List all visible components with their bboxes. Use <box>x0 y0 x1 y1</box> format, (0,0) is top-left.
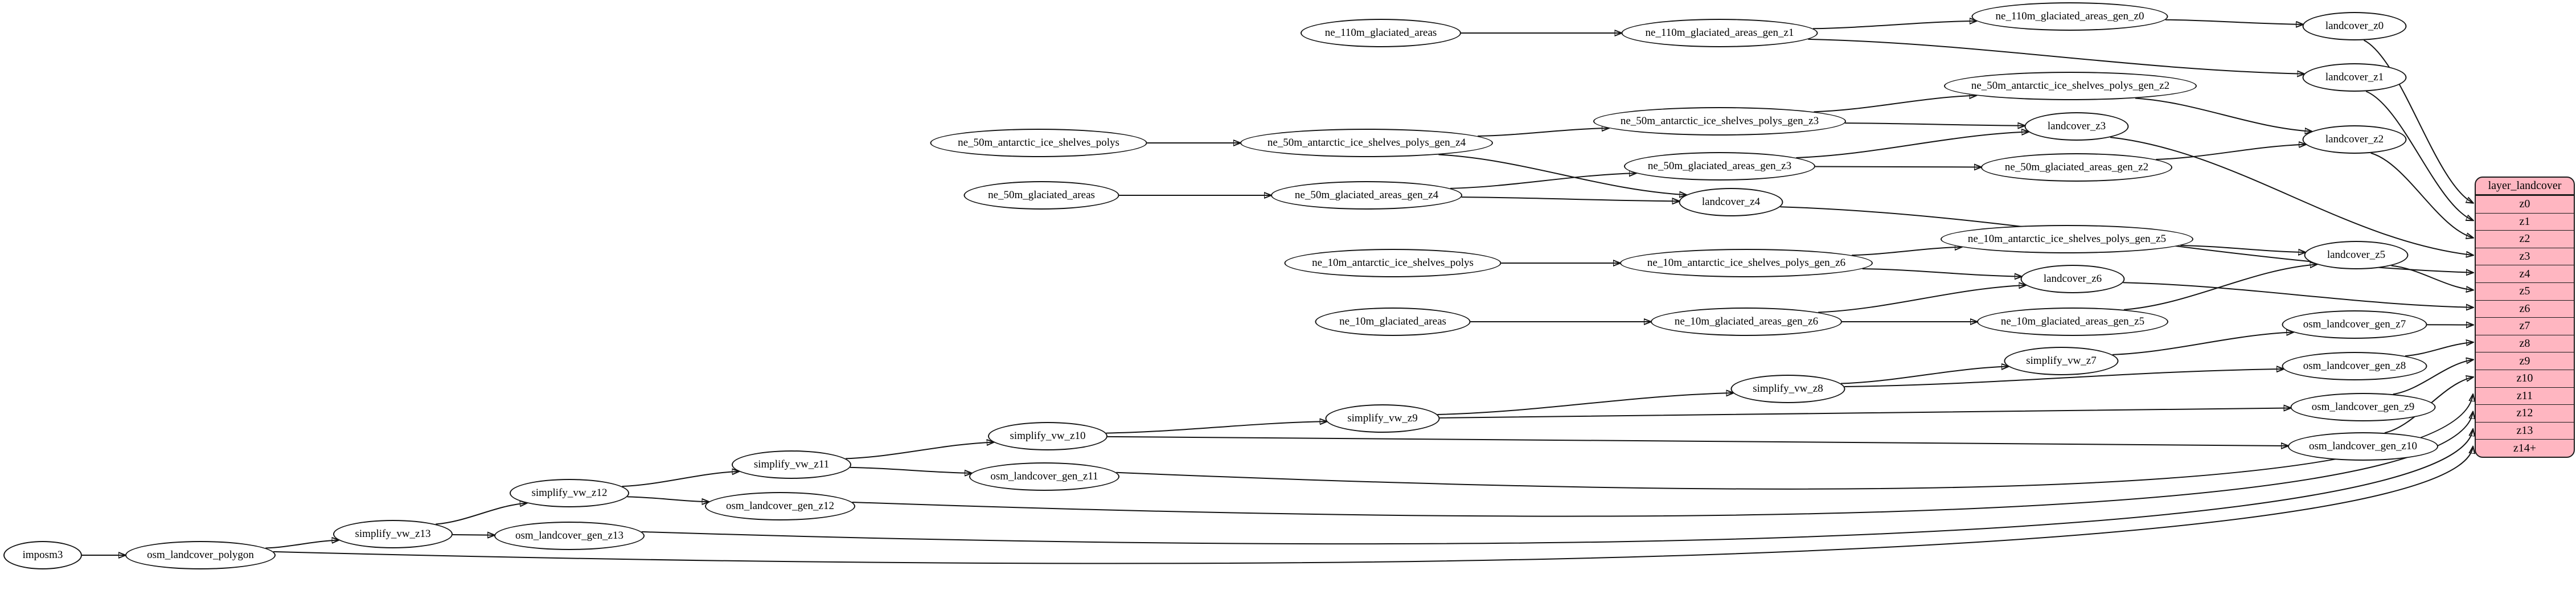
node-ne_10m_glaciated_areas_gen_z5: ne_10m_glaciated_areas_gen_z5 <box>1977 307 2168 336</box>
edge-ne_50m_antarctic_ice_shelves_polys_gen_z4-to-landcover_z4 <box>1438 154 1686 195</box>
edge-ne_10m_glaciated_areas_gen_z6-to-landcover_z6 <box>1818 285 2025 313</box>
edge-landcover_z3-to-layer_landcover.z3 <box>2110 137 2473 255</box>
table-row-z1: z1 <box>2476 212 2574 231</box>
table-row-z11: z11 <box>2476 387 2574 405</box>
node-simplify_vw_z11: simplify_vw_z11 <box>732 450 851 479</box>
node-landcover_z5: landcover_z5 <box>2304 241 2409 269</box>
node-osm_landcover_gen_z7: osm_landcover_gen_z7 <box>2282 310 2427 339</box>
edge-landcover_z6-to-layer_landcover.z6 <box>2123 282 2473 307</box>
edge-ne_50m_glaciated_areas_gen_z4-to-landcover_z4 <box>1461 196 1679 201</box>
node-ne_10m_glaciated_areas: ne_10m_glaciated_areas <box>1315 307 1471 336</box>
node-simplify_vw_z9: simplify_vw_z9 <box>1325 404 1440 433</box>
node-landcover_z1: landcover_z1 <box>2302 63 2407 92</box>
table-row-z4: z4 <box>2476 265 2574 282</box>
edge-ne_50m_glaciated_areas_gen_z3-to-landcover_z3 <box>1796 132 2028 158</box>
edge-simplify_vw_z8-to-osm_landcover_gen_z8 <box>1844 369 2283 388</box>
table-row-z13: z13 <box>2476 421 2574 440</box>
node-ne_10m_antarctic_ice_shelves_polys_gen_z5: ne_10m_antarctic_ice_shelves_polys_gen_z… <box>1941 225 2193 253</box>
table-header: layer_landcover <box>2476 178 2574 195</box>
edge-landcover_z2-to-layer_landcover.z2 <box>2370 152 2473 238</box>
table-row-z6: z6 <box>2476 300 2574 318</box>
edge-ne_110m_glaciated_areas_gen_z1-to-ne_110m_glaciated_areas_gen_z0 <box>1813 21 1976 30</box>
table-row-z12: z12 <box>2476 404 2574 422</box>
node-landcover_z6: landcover_z6 <box>2020 265 2125 293</box>
node-osm_landcover_gen_z10: osm_landcover_gen_z10 <box>2288 432 2438 461</box>
node-ne_50m_glaciated_areas: ne_50m_glaciated_areas <box>963 181 1119 210</box>
edge-ne_50m_antarctic_ice_shelves_polys_gen_z2-to-landcover_z2 <box>2135 97 2312 131</box>
edge-ne_10m_antarctic_ice_shelves_polys_gen_z6-to-ne_10m_antarctic_ice_shelves_polys_gen_z5 <box>1852 247 1962 256</box>
edge-osm_landcover_polygon-to-layer_landcover.z14+ <box>273 447 2473 564</box>
edge-ne_110m_glaciated_areas_gen_z0-to-landcover_z0 <box>2165 19 2303 24</box>
edge-ne_50m_glaciated_areas_gen_z2-to-landcover_z2 <box>2156 145 2306 161</box>
table-row-z9: z9 <box>2476 352 2574 370</box>
node-ne_50m_antarctic_ice_shelves_polys_gen_z3: ne_50m_antarctic_ice_shelves_polys_gen_z… <box>1593 107 1846 136</box>
edge-ne_50m_antarctic_ice_shelves_polys_gen_z3-to-ne_50m_antarctic_ice_shelves_polys_gen_z2 <box>1814 96 1976 113</box>
table-row-z10: z10 <box>2476 369 2574 387</box>
node-osm_landcover_gen_z9: osm_landcover_gen_z9 <box>2290 393 2436 421</box>
node-ne_10m_antarctic_ice_shelves_polys: ne_10m_antarctic_ice_shelves_polys <box>1284 249 1502 277</box>
edge-ne_50m_glaciated_areas_gen_z4-to-ne_50m_glaciated_areas_gen_z3 <box>1450 173 1636 189</box>
node-osm_landcover_gen_z12: osm_landcover_gen_z12 <box>705 492 855 520</box>
edge-simplify_vw_z7-to-osm_landcover_gen_z7 <box>2112 332 2293 355</box>
node-osm_landcover_gen_z8: osm_landcover_gen_z8 <box>2282 352 2427 380</box>
edge-ne_50m_antarctic_ice_shelves_polys_gen_z4-to-ne_50m_antarctic_ice_shelves_polys_gen_z3 <box>1477 128 1609 137</box>
node-landcover_z0: landcover_z0 <box>2302 12 2407 40</box>
edge-simplify_vw_z12-to-osm_landcover_gen_z12 <box>627 496 709 502</box>
node-landcover_z2: landcover_z2 <box>2302 125 2407 154</box>
edge-simplify_vw_z11-to-osm_landcover_gen_z11 <box>850 466 971 473</box>
node-osm_landcover_gen_z11: osm_landcover_gen_z11 <box>969 462 1119 491</box>
node-ne_50m_glaciated_areas_gen_z2: ne_50m_glaciated_areas_gen_z2 <box>1981 153 2172 182</box>
edge-landcover_z1-to-layer_landcover.z1 <box>2365 91 2473 220</box>
edge-simplify_vw_z8-to-simplify_vw_z7 <box>1840 366 2008 384</box>
node-osm_landcover_polygon: osm_landcover_polygon <box>125 541 276 569</box>
edge-ne_10m_antarctic_ice_shelves_polys_gen_z6-to-landcover_z6 <box>1862 268 2021 277</box>
table-row-z8: z8 <box>2476 334 2574 352</box>
edge-simplify_vw_z10-to-simplify_vw_z9 <box>1106 421 1327 434</box>
node-landcover_z3: landcover_z3 <box>2024 112 2129 141</box>
table-row-z0: z0 <box>2476 195 2574 213</box>
edge-simplify_vw_z11-to-simplify_vw_z10 <box>846 442 994 460</box>
node-ne_50m_glaciated_areas_gen_z4: ne_50m_glaciated_areas_gen_z4 <box>1271 181 1462 210</box>
node-simplify_vw_z8: simplify_vw_z8 <box>1730 375 1845 403</box>
node-ne_50m_antarctic_ice_shelves_polys_gen_z4: ne_50m_antarctic_ice_shelves_polys_gen_z… <box>1240 129 1493 157</box>
node-ne_50m_antarctic_ice_shelves_polys: ne_50m_antarctic_ice_shelves_polys <box>930 129 1147 157</box>
node-simplify_vw_z10: simplify_vw_z10 <box>988 422 1107 450</box>
edge-ne_50m_antarctic_ice_shelves_polys_gen_z3-to-landcover_z3 <box>1845 123 2024 126</box>
edge-osm_landcover_gen_z8-to-layer_landcover.z8 <box>2405 342 2473 357</box>
node-simplify_vw_z7: simplify_vw_z7 <box>2004 347 2119 375</box>
node-ne_110m_glaciated_areas_gen_z0: ne_110m_glaciated_areas_gen_z0 <box>1971 2 2168 31</box>
edge-ne_110m_glaciated_areas_gen_z1-to-landcover_z1 <box>1808 38 2304 74</box>
node-simplify_vw_z13: simplify_vw_z13 <box>333 520 453 548</box>
table-row-z2: z2 <box>2476 230 2574 248</box>
edge-simplify_vw_z10-to-osm_landcover_gen_z10 <box>1107 436 2288 446</box>
node-imposm3: imposm3 <box>3 541 82 569</box>
edge-osm_landcover_gen_z11-to-layer_landcover.z11 <box>1116 395 2473 490</box>
node-ne_50m_antarctic_ice_shelves_polys_gen_z2: ne_50m_antarctic_ice_shelves_polys_gen_z… <box>1944 72 2197 100</box>
node-landcover_z4: landcover_z4 <box>1679 188 1783 216</box>
edge-ne_10m_glaciated_areas_gen_z5-to-landcover_z5 <box>2123 264 2317 310</box>
table-row-z7: z7 <box>2476 317 2574 335</box>
node-ne_110m_glaciated_areas: ne_110m_glaciated_areas <box>1301 19 1461 47</box>
edge-simplify_vw_z13-to-simplify_vw_z12 <box>436 503 527 525</box>
edge-osm_landcover_polygon-to-simplify_vw_z13 <box>265 540 338 549</box>
edge-simplify_vw_z9-to-osm_landcover_gen_z9 <box>1439 408 2290 419</box>
node-ne_50m_glaciated_areas_gen_z3: ne_50m_glaciated_areas_gen_z3 <box>1624 152 1815 181</box>
node-osm_landcover_gen_z13: osm_landcover_gen_z13 <box>494 522 645 550</box>
edge-simplify_vw_z9-to-simplify_vw_z8 <box>1437 393 1733 415</box>
table-row-z5: z5 <box>2476 282 2574 300</box>
edge-osm_landcover_gen_z13-to-layer_landcover.z13 <box>641 429 2473 545</box>
edge-landcover_z0-to-layer_landcover.z0 <box>2364 39 2473 203</box>
edge-osm_landcover_gen_z9-to-layer_landcover.z9 <box>2393 360 2473 395</box>
table-row-z14+: z14+ <box>2476 439 2574 457</box>
node-ne_110m_glaciated_areas_gen_z1: ne_110m_glaciated_areas_gen_z1 <box>1621 19 1818 47</box>
node-ne_10m_glaciated_areas_gen_z6: ne_10m_glaciated_areas_gen_z6 <box>1651 307 1842 336</box>
node-simplify_vw_z12: simplify_vw_z12 <box>510 479 629 507</box>
table-row-z3: z3 <box>2476 247 2574 265</box>
edge-ne_10m_antarctic_ice_shelves_polys_gen_z5-to-landcover_z5 <box>2180 244 2305 252</box>
edge-landcover_z5-to-layer_landcover.z5 <box>2391 265 2473 290</box>
node-ne_10m_antarctic_ice_shelves_polys_gen_z6: ne_10m_antarctic_ice_shelves_polys_gen_z… <box>1620 249 1873 277</box>
edge-simplify_vw_z12-to-simplify_vw_z11 <box>622 471 739 487</box>
